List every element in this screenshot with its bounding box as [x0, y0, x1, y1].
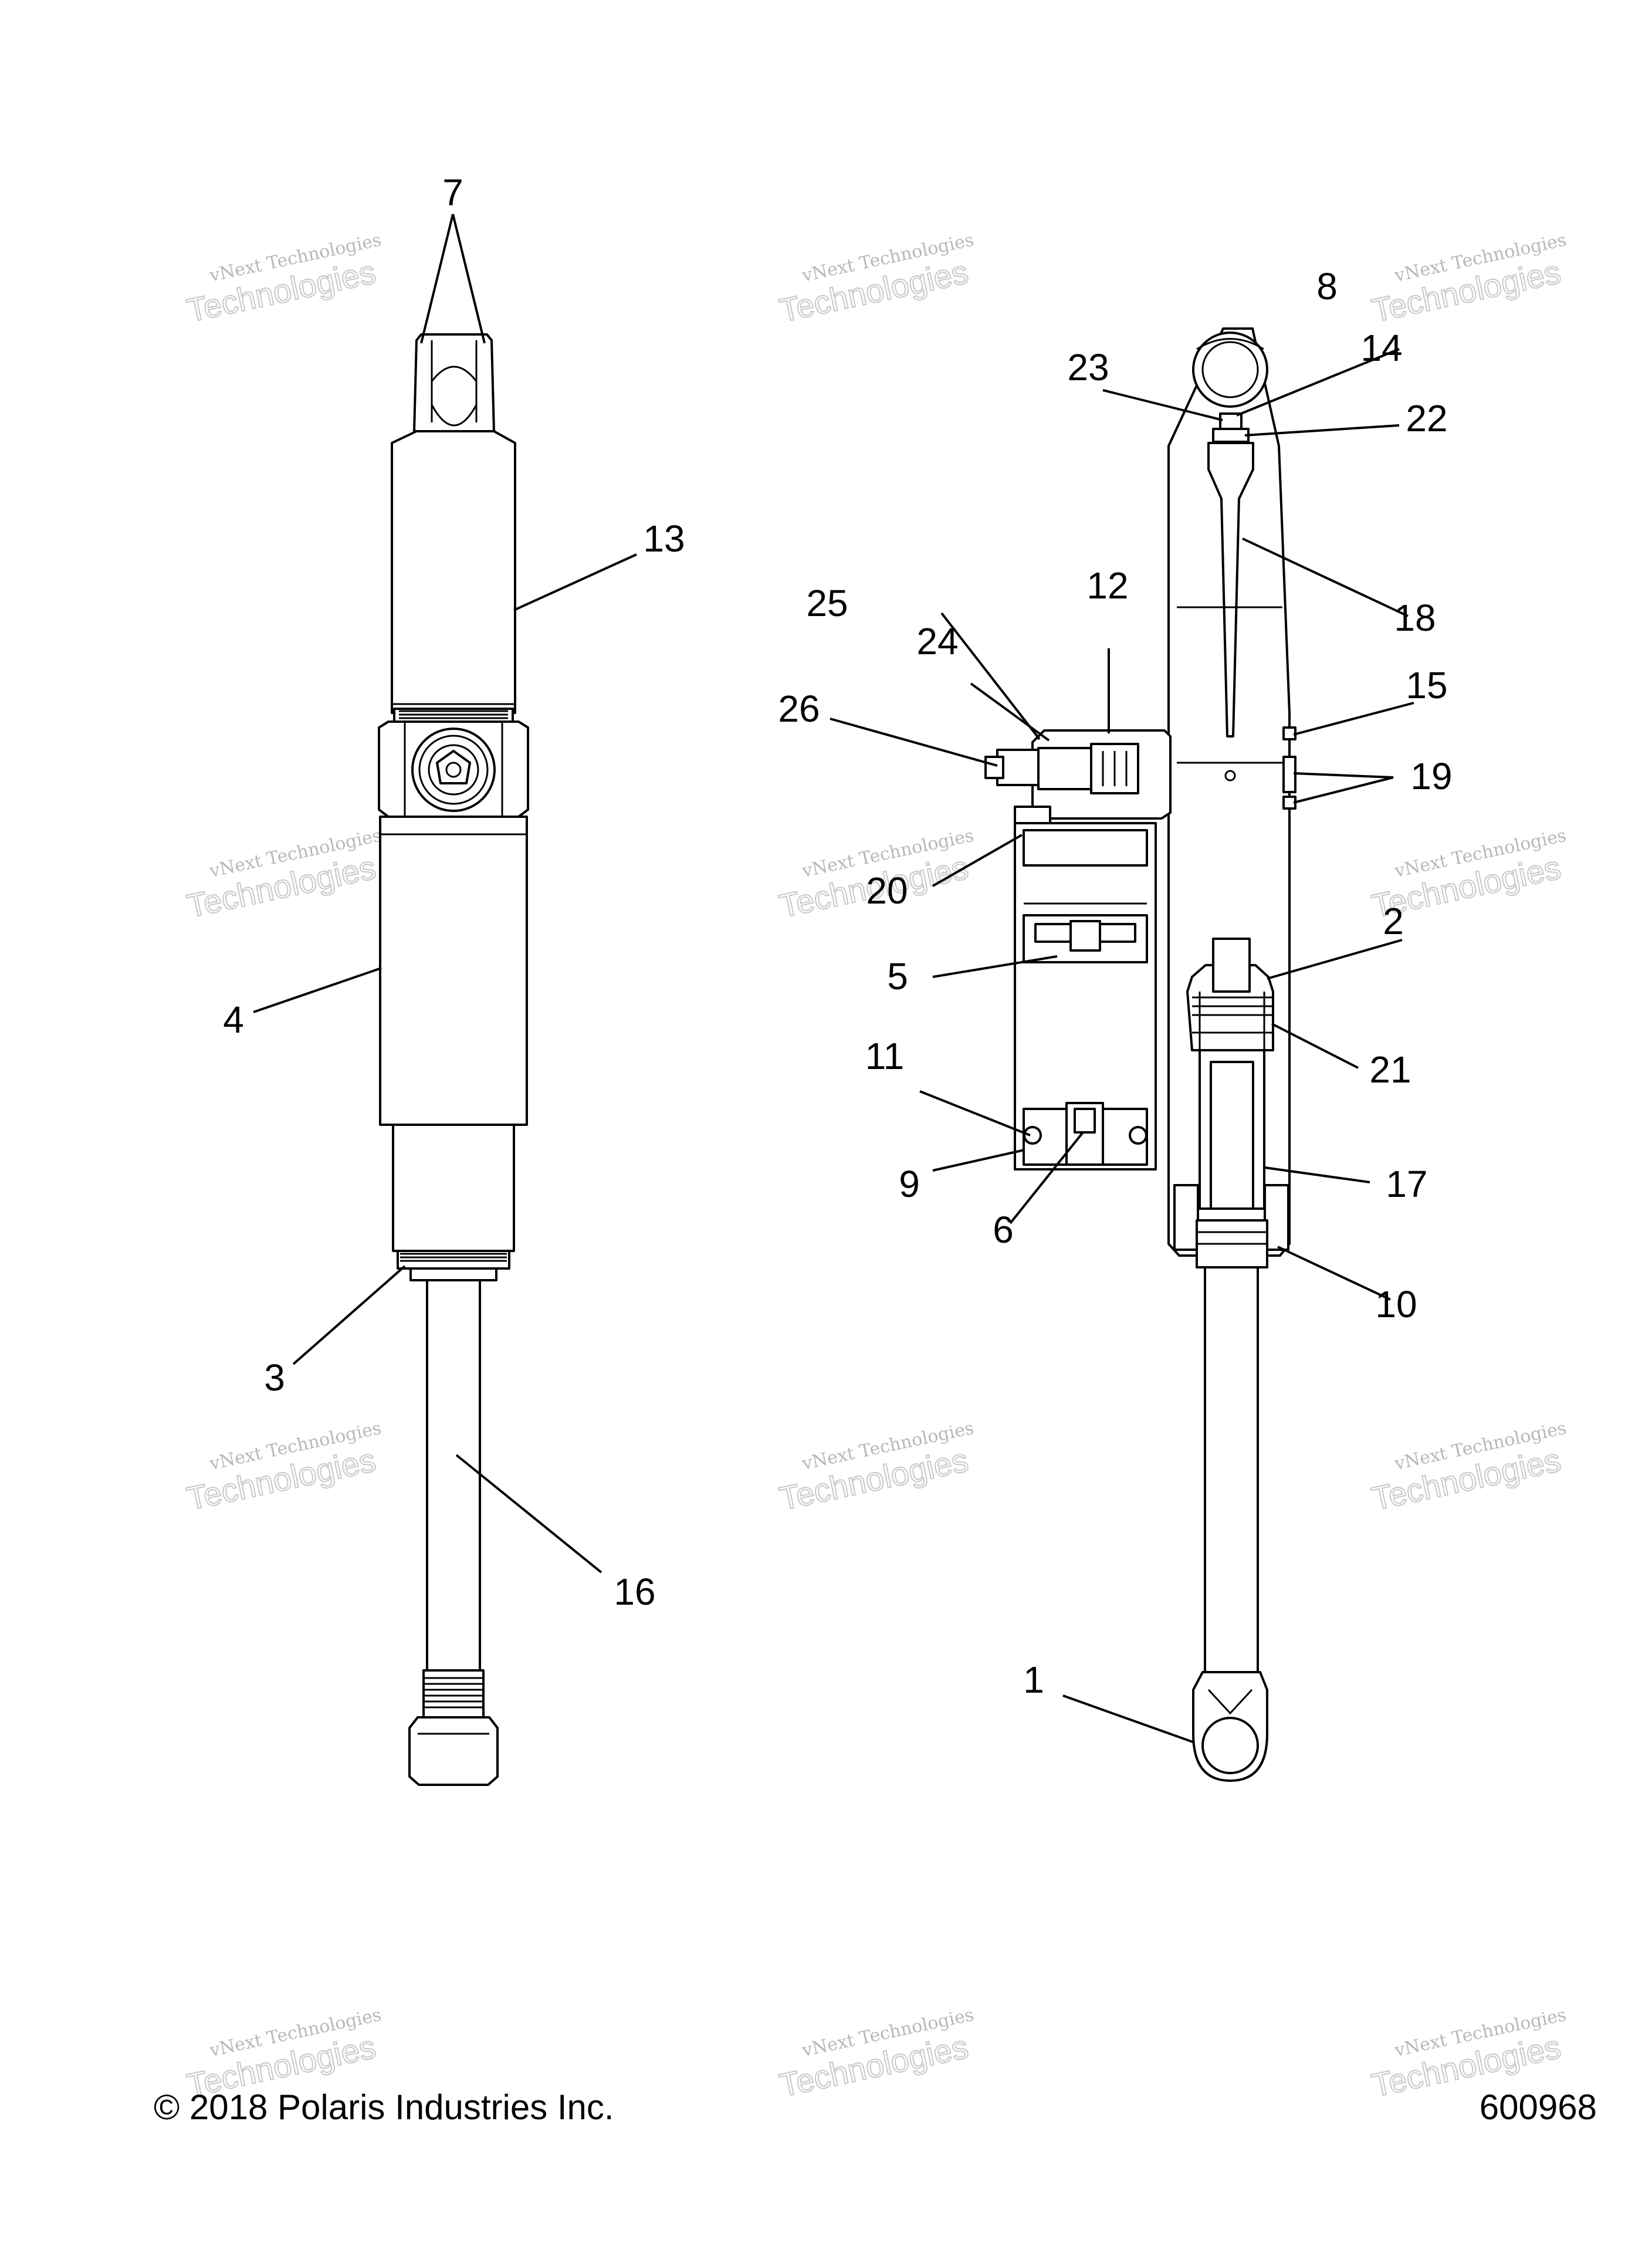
- callout-5: 5: [887, 955, 908, 997]
- callout-15: 15: [1406, 664, 1447, 706]
- callout-17: 17: [1386, 1163, 1427, 1205]
- right-shock-cutaway: [984, 327, 1296, 1782]
- callout-11: 11: [865, 1035, 904, 1077]
- copyright-text: © 2018 Polaris Industries Inc.: [154, 2088, 614, 2127]
- left-shock-exterior: [378, 333, 529, 1786]
- watermark: vNext Technologies Technologies: [183, 1418, 383, 1518]
- upper-body: [391, 430, 516, 714]
- callout-7: 7: [442, 171, 463, 214]
- lower-body: [392, 1124, 515, 1252]
- callout-26: 26: [778, 688, 820, 730]
- shock-body: [379, 816, 528, 1126]
- watermark: vNext Technologies Technologies: [776, 230, 976, 330]
- callout-2: 2: [1383, 900, 1404, 942]
- callout-10: 10: [1375, 1283, 1417, 1325]
- callout-4: 4: [223, 999, 244, 1041]
- watermark: vNext Technologies Technologies: [1368, 1418, 1568, 1518]
- callout-14: 14: [1360, 327, 1402, 369]
- callout-19: 19: [1410, 755, 1452, 797]
- callout-21: 21: [1369, 1048, 1411, 1091]
- callout-3: 3: [264, 1356, 285, 1399]
- callout-13: 13: [643, 517, 685, 560]
- callout-9: 9: [899, 1163, 920, 1205]
- top-eye: [1192, 331, 1268, 408]
- shaft: [426, 1279, 481, 1672]
- callout-6: 6: [993, 1209, 1014, 1251]
- callout-18: 18: [1394, 597, 1436, 639]
- callout-20: 20: [866, 870, 908, 912]
- callout-16: 16: [614, 1571, 655, 1613]
- bottom-eye: [408, 1716, 499, 1786]
- callout-12: 12: [1086, 564, 1128, 607]
- callout-23: 23: [1067, 346, 1109, 388]
- callout-1: 1: [1023, 1659, 1044, 1701]
- watermark: vNext Technologies Technologies: [776, 1418, 976, 1518]
- callout-22: 22: [1406, 397, 1447, 439]
- watermarks: vNext Technologies Technologies vNext Te…: [183, 230, 1568, 2105]
- watermark: vNext Technologies Technologies: [1368, 230, 1568, 330]
- metering-pin: [1207, 442, 1254, 738]
- cutaway-shaft: [1204, 1266, 1259, 1673]
- diagram-number: 600968: [1480, 2088, 1597, 2127]
- watermark: vNext Technologies Technologies: [183, 230, 383, 330]
- watermark: vNext Technologies Technologies: [776, 2005, 976, 2105]
- callout-8: 8: [1316, 265, 1338, 307]
- leader-lines: [253, 214, 1414, 1744]
- callout-25: 25: [806, 582, 848, 624]
- watermark: vNext Technologies Technologies: [183, 826, 383, 925]
- callout-24: 24: [916, 620, 958, 662]
- callouts: 7 13 4 3 16 12 25 24 26 20 5 11 9 6 8 23…: [223, 171, 1452, 1701]
- top-mount-clevis: [413, 333, 495, 432]
